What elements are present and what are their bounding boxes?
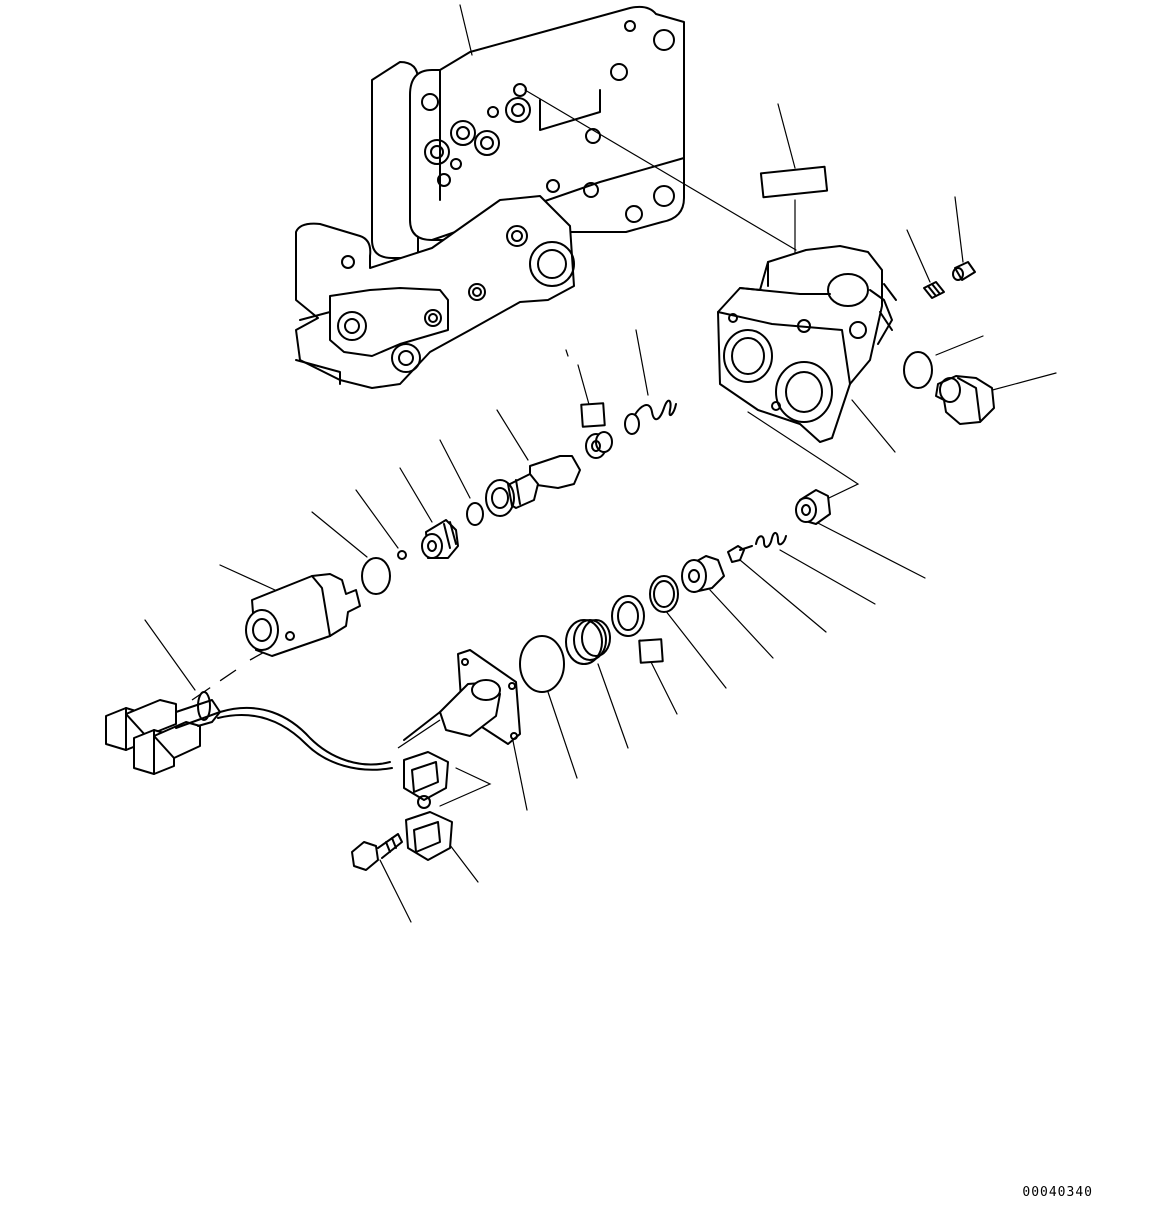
spool	[486, 456, 580, 516]
cover-flange	[404, 650, 520, 744]
valve-body-housing	[296, 7, 684, 388]
valve-seat-small	[581, 403, 612, 458]
plug-right	[936, 376, 994, 424]
catalog-number: 00040340	[1022, 1185, 1093, 1200]
o-ring-piston	[650, 576, 678, 612]
shim-rings	[612, 596, 663, 663]
small-screw	[924, 282, 944, 298]
o-ring-large-left	[362, 558, 390, 594]
ball	[398, 551, 406, 559]
spring-small	[625, 401, 676, 434]
disc	[520, 636, 564, 692]
solenoid	[246, 574, 360, 656]
clip-brackets	[404, 752, 452, 860]
o-ring-right	[904, 352, 932, 388]
bolt	[352, 834, 402, 870]
connectors	[106, 692, 392, 774]
spring-bottom-right	[756, 533, 786, 547]
valve-plug-mid	[422, 520, 458, 558]
pin	[728, 546, 752, 562]
right-valve-block	[718, 167, 896, 442]
o-ring-mid	[467, 503, 483, 525]
leader-lines	[145, 5, 1056, 922]
spring-large	[566, 620, 610, 664]
small-plug	[953, 262, 975, 280]
plug-bottom-right	[796, 490, 830, 524]
piston	[682, 556, 724, 592]
